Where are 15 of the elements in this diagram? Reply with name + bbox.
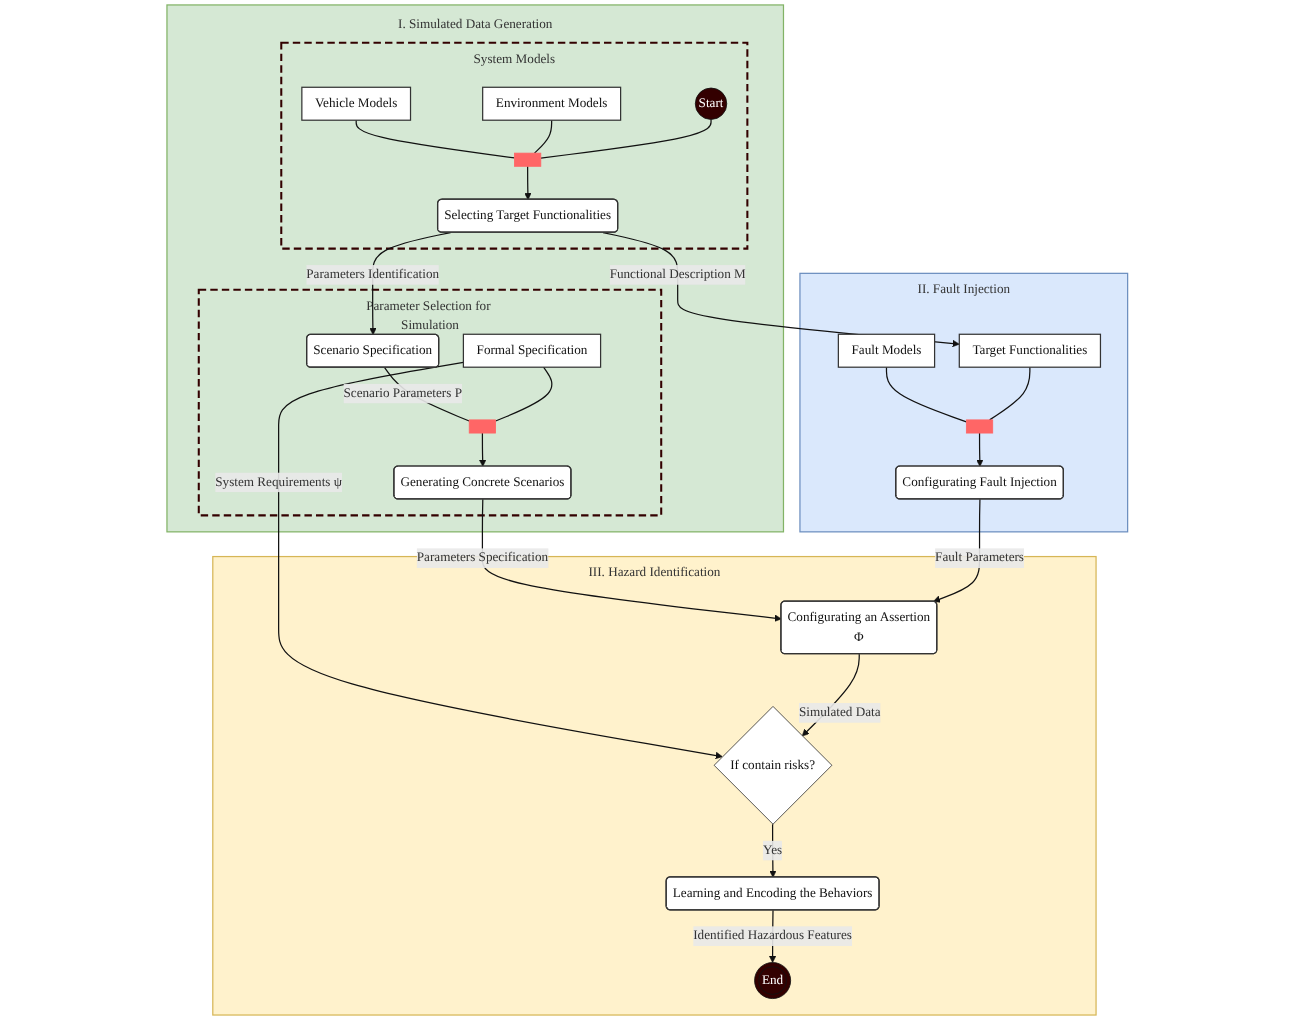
arrow [369, 231, 451, 335]
arrow [478, 432, 486, 467]
arrow [277, 361, 723, 760]
node-bar [513, 152, 541, 167]
connector [988, 366, 1031, 421]
node-bar [468, 419, 496, 434]
connector [539, 118, 712, 159]
arrow [975, 432, 984, 467]
connector [533, 119, 552, 154]
node-bar [965, 419, 993, 434]
connector [885, 366, 967, 423]
connector [355, 119, 515, 159]
arrow [481, 498, 782, 622]
arrow [523, 165, 532, 200]
connector [494, 366, 553, 422]
